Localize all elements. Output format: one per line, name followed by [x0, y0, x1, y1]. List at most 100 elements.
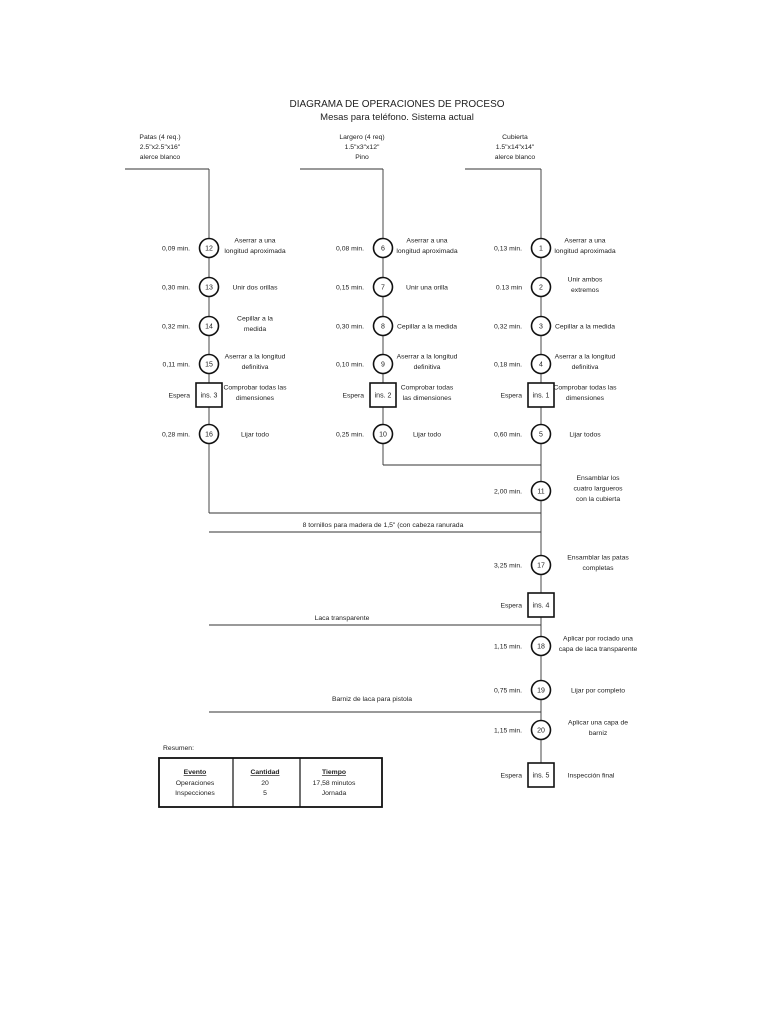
- operation-circle: [372, 353, 394, 375]
- operation-number: 11: [537, 489, 544, 496]
- inspection-step: ins. 3 Espera Comprobar todas las dimension…: [168, 382, 287, 408]
- inspection-number: ins. 4: [533, 603, 550, 610]
- operation-circle: [530, 276, 552, 298]
- inspection-step: ins. 4 Espera: [500, 592, 555, 618]
- step-time: 1,15 min.: [494, 644, 522, 651]
- material-label: Patas (4 req.): [139, 134, 180, 141]
- operation-circle: [530, 237, 552, 259]
- operation-step: 90,10 min.Aserrar a la longituddefinitiv…: [336, 353, 458, 375]
- step-time: 3,25 min.: [494, 563, 522, 570]
- operation-circle: [198, 315, 220, 337]
- step-time: Espera: [500, 393, 522, 400]
- step-description: Aserrar a la longitud: [397, 353, 458, 360]
- operation-step: 80,30 min.Cepillar a la medida: [336, 315, 457, 337]
- step-description: Comprobar todas las: [223, 384, 287, 391]
- step-description: Unir dos orillas: [233, 285, 279, 292]
- operation-circle: [372, 423, 394, 445]
- operation-step: 3 0,32 min. Cepillar a la medida: [494, 315, 615, 337]
- inspection-number: ins. 3: [201, 393, 218, 400]
- summary-header: Cantidad: [250, 769, 279, 776]
- step-time: 0,28 min.: [162, 432, 190, 439]
- diagram-subtitle: Mesas para teléfono. Sistema actual: [320, 112, 474, 123]
- operation-number: 18: [537, 644, 545, 651]
- step-time: 0,25 min.: [336, 432, 364, 439]
- step-description: Ensamblar las patas: [567, 554, 629, 561]
- operation-number: 13: [205, 285, 213, 292]
- step-time: 0.13 min: [496, 285, 522, 292]
- step-description: Ensamblar los: [576, 475, 620, 482]
- operation-circle: [530, 635, 552, 657]
- step-time: 1,15 min.: [494, 728, 522, 735]
- operation-circle: [530, 719, 552, 741]
- step-description: Aserrar a una: [564, 237, 605, 244]
- step-time: 0,13 min.: [494, 246, 522, 253]
- step-description: Aserrar a la longitud: [555, 353, 616, 360]
- step-description: Lijar todo: [241, 432, 269, 439]
- operation-number: 3: [539, 324, 543, 331]
- material-label: alerce blanco: [140, 154, 181, 161]
- diagram-title: DIAGRAMA DE OPERACIONES DE PROCESO: [289, 99, 504, 110]
- step-description: Lijar por completo: [571, 688, 625, 695]
- step-description: Aplicar por rociado una: [563, 635, 633, 642]
- step-description: definitiva: [242, 364, 269, 371]
- operation-circle: [372, 237, 394, 259]
- step-description: longitud aproximada: [554, 248, 615, 255]
- step-description: dimensiones: [236, 395, 275, 402]
- inspection-number: ins. 2: [375, 393, 392, 400]
- operation-circle: [198, 423, 220, 445]
- step-description: Unir una orilla: [406, 285, 448, 292]
- inspection-square: [527, 762, 555, 788]
- material-label: Cubierta: [502, 134, 528, 141]
- operation-number: 14: [205, 324, 213, 331]
- inspection-square: [369, 382, 397, 408]
- operation-number: 10: [379, 432, 387, 439]
- step-time: 0,32 min.: [494, 324, 522, 331]
- step-description: Lijar todo: [413, 432, 441, 439]
- operation-number: 16: [205, 432, 213, 439]
- step-time: Espera: [168, 393, 190, 400]
- operation-circle: [530, 353, 552, 375]
- summary-cell: Jornada: [322, 790, 347, 797]
- operation-step: 150,11 min.Aserrar a la longituddefiniti…: [163, 353, 286, 375]
- operation-circle: [372, 315, 394, 337]
- step-description: Aserrar a una: [406, 237, 447, 244]
- operation-number: 12: [205, 246, 213, 253]
- step-description: definitiva: [414, 364, 441, 371]
- step-description: las dimensiones: [403, 395, 452, 402]
- step-description: Comprobar todas las: [553, 384, 617, 391]
- step-time: 0,09 min.: [162, 246, 190, 253]
- operation-number: 5: [539, 432, 543, 439]
- step-time: 0,08 min.: [336, 246, 364, 253]
- operation-circle: [530, 315, 552, 337]
- operation-number: 9: [381, 362, 385, 369]
- inspection-square: [527, 382, 555, 408]
- step-description: medida: [244, 326, 267, 333]
- step-time: Espera: [500, 603, 522, 610]
- step-time: 0,30 min.: [336, 324, 364, 331]
- operation-number: 17: [537, 563, 545, 570]
- step-time: 0,32 min.: [162, 324, 190, 331]
- inspection-square: [195, 382, 223, 408]
- summary-cell: Inspecciones: [175, 790, 215, 797]
- summary-header: Evento: [184, 769, 207, 776]
- operation-step: 70,15 min.Unir una orilla: [336, 276, 448, 298]
- summary-title: Resumen:: [163, 745, 194, 752]
- operation-circle: [198, 353, 220, 375]
- operation-step: 14 0,32 min. Cepillar a la medida: [162, 315, 273, 337]
- input-line-label: Barniz de laca para pistola: [332, 696, 412, 703]
- material-label: Pino: [355, 154, 369, 161]
- material-label: 2.5"x2.5"x16": [140, 144, 181, 151]
- step-description: Cepillar a la: [237, 315, 273, 322]
- step-description: con la cubierta: [576, 496, 620, 503]
- operation-step: 16 0,28 min. Lijar todo: [162, 423, 269, 445]
- step-description: Cepillar a la medida: [555, 324, 615, 331]
- step-time: 0,30 min.: [162, 285, 190, 292]
- summary-cell: 20: [261, 780, 269, 787]
- operation-step: 40,18 min.Aserrar a la longituddefinitiv…: [494, 353, 616, 375]
